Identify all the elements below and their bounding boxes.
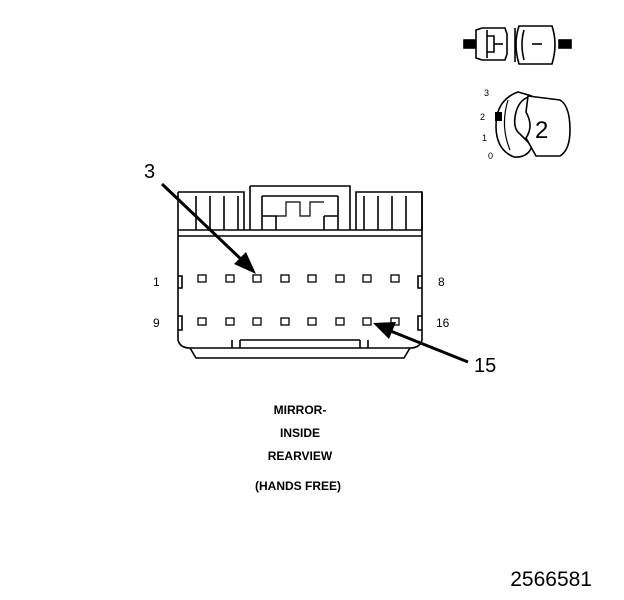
pin-cavities — [197, 274, 400, 326]
position-label-2: 2 — [480, 112, 485, 122]
position-label-0: 0 — [488, 151, 493, 161]
title-line-2: INSIDE — [280, 426, 320, 440]
position-label-1: 1 — [482, 133, 487, 143]
view-number-label: 2 — [535, 117, 548, 144]
title-line-3: REARVIEW — [268, 449, 333, 463]
title-line-1: MIRROR- — [274, 403, 327, 417]
pin-label-8: 8 — [438, 275, 445, 289]
callout-label-15: 15 — [474, 355, 496, 377]
pin-row-1 — [197, 274, 400, 283]
pin-label-16: 16 — [436, 316, 450, 330]
title-line-4: (HANDS FREE) — [255, 479, 341, 493]
callout-label-3: 3 — [144, 161, 155, 183]
callout-arrow-15 — [373, 322, 469, 364]
pin-row-2 — [197, 317, 400, 326]
connector-side-view-icon — [463, 25, 572, 65]
terminal-position-icon: 2 3 2 1 0 — [480, 88, 571, 161]
figure-number: 2566581 — [510, 568, 592, 591]
position-label-3: 3 — [484, 88, 489, 98]
pin-label-1: 1 — [153, 275, 160, 289]
callout-arrow-3 — [160, 182, 256, 274]
pin-label-9: 9 — [153, 316, 160, 330]
